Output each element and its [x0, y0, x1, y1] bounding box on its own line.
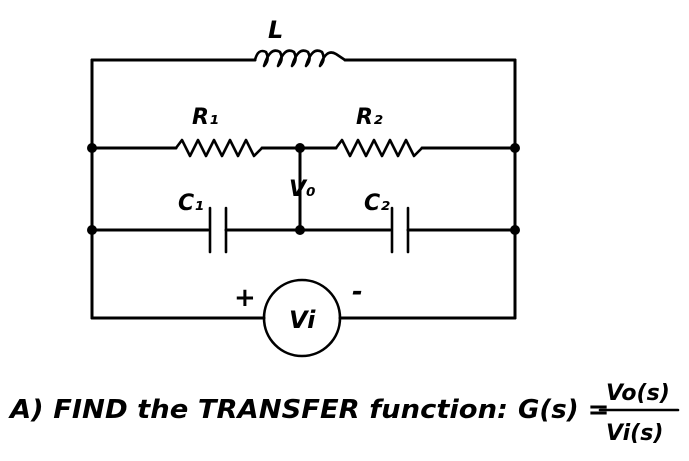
resistor-r2: [334, 138, 424, 158]
junction-dot: [87, 143, 97, 153]
plus-label: +: [234, 283, 256, 313]
resistor-r1: [174, 138, 264, 158]
question-lhs: G(s) =: [518, 395, 609, 425]
source-label: Vi: [289, 306, 316, 334]
minus-label: -: [352, 277, 363, 307]
junction-dot: [295, 143, 305, 153]
junction-dot: [510, 225, 520, 235]
junction-dot: [295, 225, 305, 235]
resistor2-label: R₂: [356, 105, 383, 130]
inductor-coil: [253, 49, 347, 68]
capacitor1-label: C₁: [178, 191, 204, 216]
question-text: A) FIND the TRANSFER function:: [8, 395, 508, 425]
junction-dot: [87, 225, 97, 235]
fraction-denominator: Vi(s): [606, 421, 663, 446]
output-node-label: V₀: [289, 177, 316, 202]
resistor1-label: R₁: [192, 105, 219, 130]
capacitor2-label: C₂: [364, 191, 390, 216]
inductor-label: L: [268, 16, 283, 44]
fraction-numerator: Vo(s): [606, 381, 670, 406]
junction-dot: [510, 143, 520, 153]
